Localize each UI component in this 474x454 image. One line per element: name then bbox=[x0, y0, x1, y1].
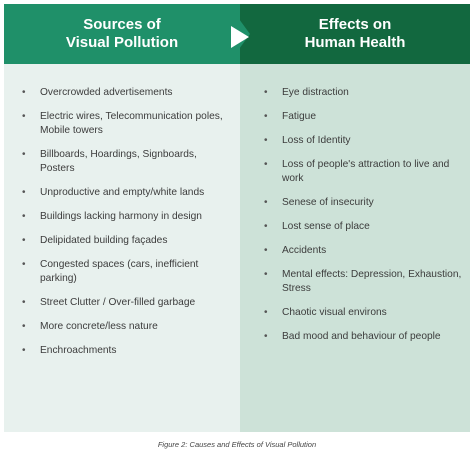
effects-title-line1: Effects on bbox=[318, 16, 392, 33]
effect-item-text: Accidents bbox=[282, 245, 327, 256]
effects-column: • Eye distraction • Fatigue • Loss of Identit… bbox=[240, 64, 470, 432]
effects-title-line2: Human Health bbox=[304, 34, 406, 51]
effect-item-text: Eye distraction bbox=[282, 87, 349, 98]
effects-list: • Eye distraction • Fatigue • Loss of Identit… bbox=[240, 64, 470, 344]
bullet-icon: • bbox=[264, 307, 268, 318]
bullet-icon: • bbox=[264, 197, 268, 208]
source-item: • Street Clutter / Over-filled garbage bbox=[18, 296, 232, 310]
bullet-icon: • bbox=[22, 87, 26, 98]
source-item-text: Street Clutter / Over-filled garbage bbox=[40, 297, 196, 308]
sources-header: Sources of Visual Pollution bbox=[4, 4, 240, 64]
source-item-text: Unproductive and empty/white lands bbox=[40, 187, 205, 198]
effect-item-text: Chaotic visual environs bbox=[282, 307, 387, 318]
bullet-icon: • bbox=[22, 259, 26, 270]
source-item: • Unproductive and empty/white lands bbox=[18, 186, 232, 200]
source-item-text: Enchroachments bbox=[40, 345, 117, 356]
source-item-text: Electric wires, Telecommunication poles,… bbox=[40, 111, 223, 136]
effect-item: • Accidents bbox=[260, 244, 462, 258]
source-item-text: More concrete/less nature bbox=[40, 321, 158, 332]
source-item: • More concrete/less nature bbox=[18, 320, 232, 334]
bullet-icon: • bbox=[22, 321, 26, 332]
effect-item-text: Mental effects: Depression, Exhaustion, … bbox=[282, 269, 462, 294]
bullet-icon: • bbox=[22, 211, 26, 222]
bullet-icon: • bbox=[264, 269, 268, 280]
effect-item: • Lost sense of place bbox=[260, 220, 462, 234]
bullet-icon: • bbox=[264, 331, 268, 342]
bullet-icon: • bbox=[264, 111, 268, 122]
source-item: • Billboards, Hoardings, Signboards, Post… bbox=[18, 148, 232, 176]
effect-item: • Chaotic visual environs bbox=[260, 306, 462, 320]
sources-title-line1: Sources of bbox=[83, 16, 161, 33]
effect-item: • Loss of people's attraction to live and… bbox=[260, 158, 462, 186]
source-item-text: Congested spaces (cars, inefficient park… bbox=[40, 259, 199, 284]
effect-item-text: Bad mood and behaviour of people bbox=[282, 331, 441, 342]
figure-caption: Figure 2: Causes and Effects of Visual P… bbox=[157, 440, 317, 449]
effect-item: • Fatigue bbox=[260, 110, 462, 124]
source-item-text: Buildings lacking harmony in design bbox=[40, 211, 202, 222]
bullet-icon: • bbox=[22, 111, 26, 122]
effect-item-text: Lost sense of place bbox=[282, 221, 370, 232]
source-item: • Buildings lacking harmony in design bbox=[18, 210, 232, 224]
effect-item: • Bad mood and behaviour of people bbox=[260, 330, 462, 344]
sources-list: • Overcrowded advertisements • Electric wir… bbox=[4, 64, 240, 358]
source-item: • Electric wires, Telecommunication poles… bbox=[18, 110, 232, 138]
effects-title: Effects on Human Health bbox=[240, 16, 470, 52]
bullet-icon: • bbox=[22, 297, 26, 308]
source-item: • Delipidated building façades bbox=[18, 234, 232, 248]
source-item: • Enchroachments bbox=[18, 344, 232, 358]
effect-item: • Senese of insecurity bbox=[260, 196, 462, 210]
causes-effects-figure: Sources of Visual Pollution Effects on H… bbox=[4, 4, 470, 432]
bullet-icon: • bbox=[22, 345, 26, 356]
source-item: • Congested spaces (cars, inefficient par… bbox=[18, 258, 232, 286]
effects-header: Effects on Human Health bbox=[240, 4, 470, 64]
effect-item: • Eye distraction bbox=[260, 86, 462, 100]
bullet-icon: • bbox=[264, 135, 268, 146]
effect-item-text: Loss of Identity bbox=[282, 135, 351, 146]
bullet-icon: • bbox=[22, 149, 26, 160]
sources-title: Sources of Visual Pollution bbox=[4, 16, 240, 52]
bullet-icon: • bbox=[264, 87, 268, 98]
effect-item-text: Fatigue bbox=[282, 111, 316, 122]
source-item-text: Delipidated building façades bbox=[40, 235, 168, 246]
source-item: • Overcrowded advertisements bbox=[18, 86, 232, 100]
effect-item-text: Senese of insecurity bbox=[282, 197, 374, 208]
effect-item-text: Loss of people's attraction to live and … bbox=[282, 159, 450, 184]
effect-item: • Loss of Identity bbox=[260, 134, 462, 148]
figure-header: Sources of Visual Pollution Effects on H… bbox=[4, 4, 470, 64]
arrow-right-icon bbox=[231, 26, 249, 48]
bullet-icon: • bbox=[264, 159, 268, 170]
sources-title-line2: Visual Pollution bbox=[65, 34, 179, 51]
effect-item: • Mental effects: Depression, Exhaustion,… bbox=[260, 268, 462, 296]
bullet-icon: • bbox=[22, 187, 26, 198]
bullet-icon: • bbox=[264, 221, 268, 232]
bullet-icon: • bbox=[22, 235, 26, 246]
source-item-text: Overcrowded advertisements bbox=[40, 87, 173, 98]
sources-column: • Overcrowded advertisements • Electric wir… bbox=[4, 64, 240, 432]
bullet-icon: • bbox=[264, 245, 268, 256]
source-item-text: Billboards, Hoardings, Signboards, Poste… bbox=[40, 149, 197, 174]
